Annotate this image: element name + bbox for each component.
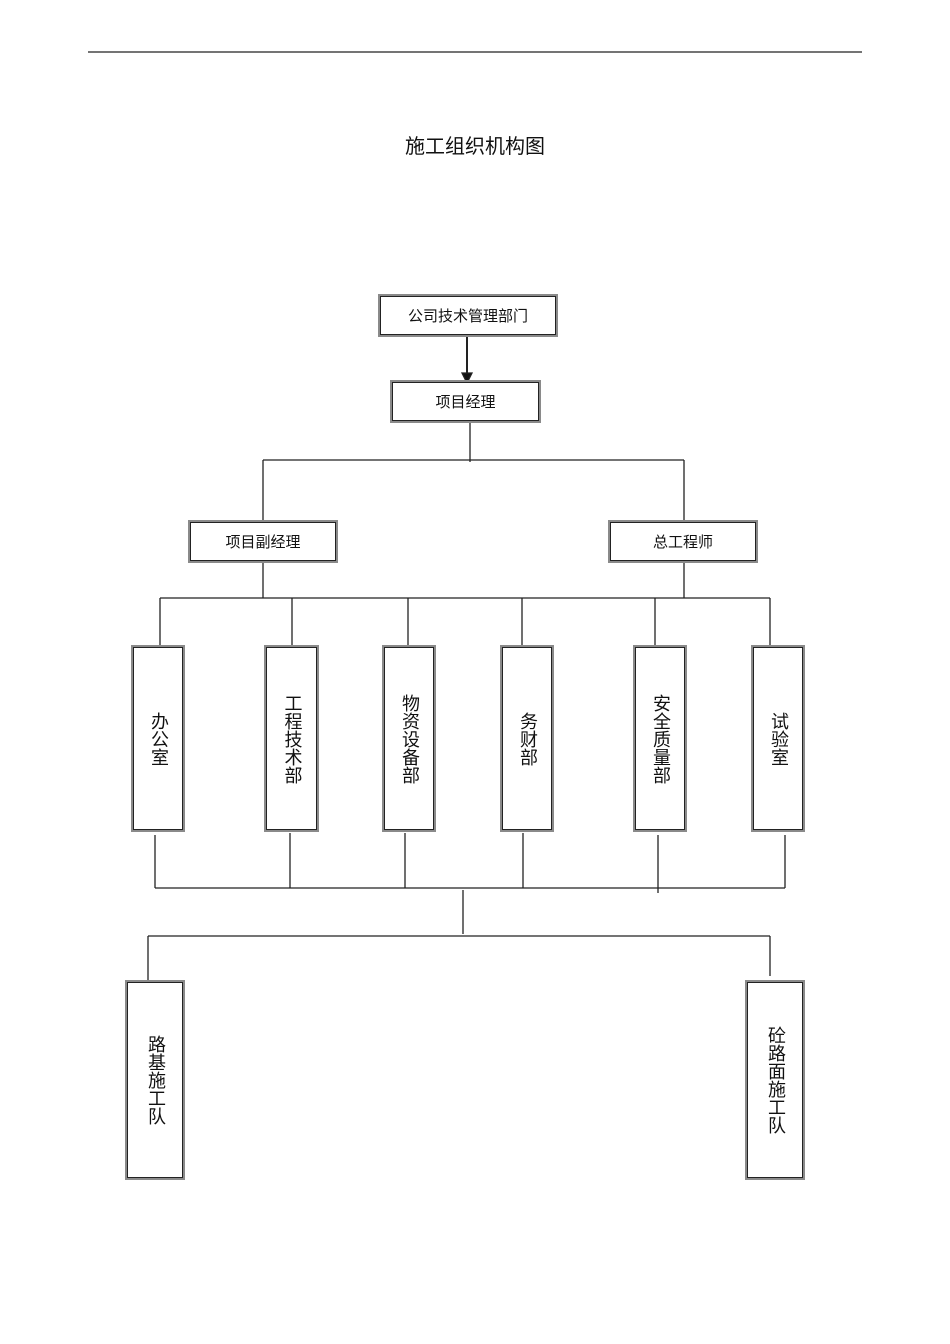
arrow-head	[460, 372, 474, 385]
node-dept-office: 办公室	[133, 647, 183, 830]
node-label: 路基施工队	[145, 1035, 166, 1125]
node-label: 总工程师	[652, 533, 713, 551]
node-dept-safety-quality: 安全质量部	[635, 647, 685, 830]
node-dept-engineering: 工程技术部	[266, 647, 317, 830]
node-label: 试验室	[768, 711, 789, 766]
node-dept-materials: 物资设备部	[384, 647, 434, 830]
node-project-manager: 项目经理	[392, 382, 539, 421]
node-label: 办公室	[148, 711, 169, 766]
node-deputy-manager: 项目副经理	[190, 522, 336, 561]
node-dept-lab: 试验室	[753, 647, 803, 830]
node-dept-finance: 务财部	[502, 647, 552, 830]
node-team-concrete-pavement: 砼路面施工队	[747, 982, 803, 1178]
node-label: 项目经理	[435, 393, 496, 411]
node-label: 物资设备部	[399, 693, 420, 784]
node-label: 公司技术管理部门	[407, 307, 528, 325]
node-label: 砼路面施工队	[765, 1026, 786, 1134]
chart-title: 施工组织机构图	[405, 134, 545, 158]
node-team-roadbed: 路基施工队	[127, 982, 183, 1178]
node-chief-engineer: 总工程师	[610, 522, 756, 561]
node-label: 工程技术部	[281, 693, 303, 784]
node-label: 项目副经理	[225, 533, 301, 551]
node-label: 务财部	[517, 711, 538, 766]
node-company-tech-dept: 公司技术管理部门	[380, 296, 556, 335]
node-label: 安全质量部	[650, 693, 671, 784]
